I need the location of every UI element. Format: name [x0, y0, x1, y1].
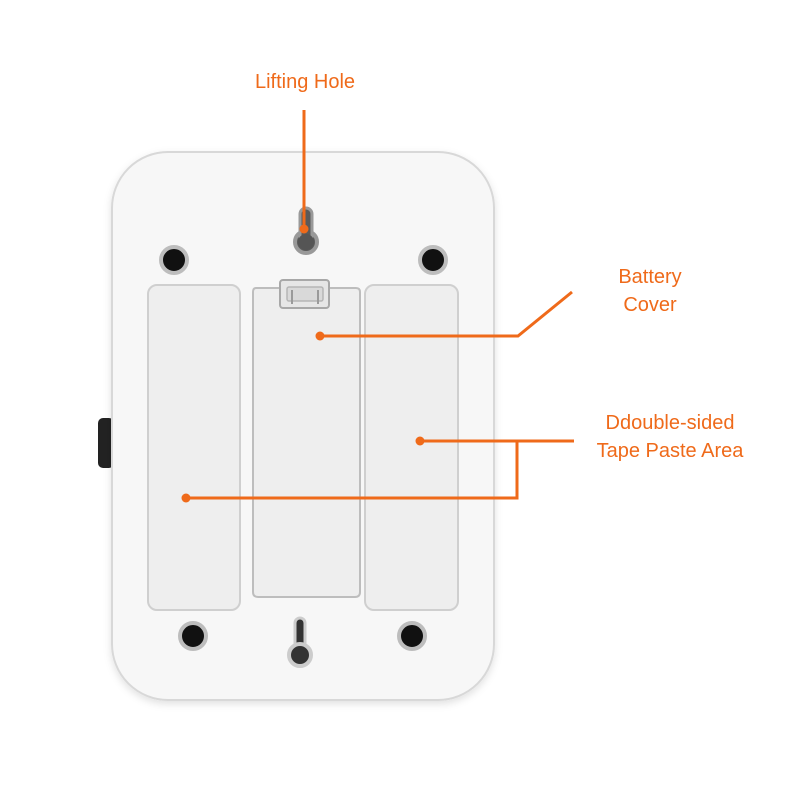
tape-area-leader: [181, 436, 574, 503]
tape-area-label-line1: Ddouble-sided: [605, 412, 735, 434]
screw-bottom-right-icon: [397, 621, 427, 651]
lifting-hole-label: Lifting Hole: [230, 68, 380, 96]
tape-area-label: Ddouble-sided Tape Paste Area: [572, 409, 768, 465]
side-button: [98, 418, 114, 468]
lifting-hole-icon: [293, 206, 319, 255]
screw-top-left-icon: [159, 245, 189, 275]
bottom-keyhole-icon: [287, 616, 313, 668]
tape-area-label-line2: Tape Paste Area: [596, 440, 744, 462]
screw-top-right-icon: [418, 245, 448, 275]
battery-cover-label: Battery Cover: [590, 263, 710, 319]
battery-cover: [252, 279, 361, 598]
battery-cover-label-line2: Cover: [623, 294, 677, 316]
battery-cover-leader: [315, 290, 573, 341]
screw-bottom-left-icon: [178, 621, 208, 651]
tape-area-right-panel: [364, 284, 459, 611]
lifting-hole-leader: [299, 110, 309, 234]
tape-area-left-panel: [147, 284, 241, 611]
battery-cover-label-line1: Battery: [618, 266, 682, 288]
lifting-hole-label-text: Lifting Hole: [254, 71, 356, 93]
